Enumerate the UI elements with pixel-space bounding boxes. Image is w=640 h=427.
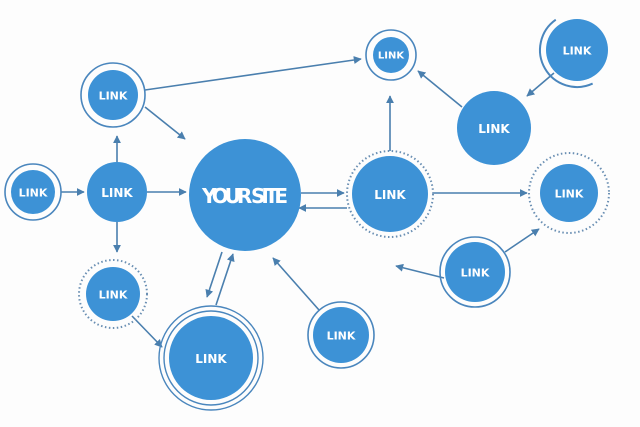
node-circle — [88, 70, 138, 120]
arrow-connector-link_top_right_large-to-link_top_center — [417, 70, 463, 108]
node-circle — [540, 164, 598, 222]
outer-ring — [307, 301, 375, 369]
outer-ring — [4, 163, 62, 221]
node-link-top-right-large[interactable]: LINK — [457, 91, 531, 165]
node-label: LINK — [195, 352, 227, 366]
outer-ring-inner — [163, 310, 259, 406]
node-link-top-right-corner[interactable]: LINK — [539, 18, 608, 88]
node-label: LINK — [101, 186, 133, 200]
node-circle — [189, 139, 301, 251]
node-link-left-outer[interactable]: LINK — [4, 163, 62, 221]
arrow-connector-link_bottom_right-to-your_site — [272, 257, 320, 311]
node-circle — [373, 37, 409, 73]
node-link-left-mid[interactable]: LINK — [87, 162, 147, 222]
node-label: YOUR SITE — [201, 184, 288, 208]
node-label: LINK — [555, 188, 584, 201]
node-link-top-left[interactable]: LINK — [80, 62, 146, 128]
outer-ring — [80, 62, 146, 128]
node-circle — [457, 91, 531, 165]
node-link-center-right[interactable]: LINK — [346, 150, 434, 238]
node-label: LINK — [327, 330, 356, 343]
node-label: LINK — [19, 187, 48, 200]
node-link-right[interactable]: LINK — [528, 152, 610, 234]
node-label: LINK — [563, 45, 592, 58]
arrow-connector-link_bottom_center-to-your_site — [215, 253, 235, 306]
node-link-left-lower[interactable]: LINK — [78, 259, 148, 329]
arrow-connector-link_lower_right-to-blank — [395, 263, 445, 279]
node-label: LINK — [99, 90, 128, 103]
dotted-ring — [346, 150, 434, 238]
node-circle — [546, 19, 608, 81]
arrow-connector-link_top_right_corner-to-link_top_right_large — [526, 72, 555, 97]
node-link-bottom-center[interactable]: LINK — [158, 305, 264, 411]
node-label: LINK — [374, 188, 406, 202]
arrow-connector-link_top_left-to-your_site — [144, 106, 186, 140]
node-link-top-center[interactable]: LINK — [365, 29, 417, 81]
outer-ring-outer — [158, 305, 264, 411]
node-circle — [352, 156, 428, 232]
node-label: LINK — [461, 267, 490, 280]
arrow-connector-your_site-to-link_bottom_center — [205, 251, 223, 298]
node-link-lower-right[interactable]: LINK — [439, 236, 511, 308]
node-circle — [87, 162, 147, 222]
arrow-connector-link_top_left-to-link_top_center — [144, 56, 362, 91]
node-label: LINK — [378, 51, 405, 62]
edges-layer — [61, 56, 555, 348]
node-your-site[interactable]: YOUR SITE — [189, 139, 301, 251]
arrow-connector-link_left_lower-to-link_bottom_center — [131, 315, 163, 348]
nodes-layer: YOUR SITE LINK LINK LINK LINK LINK LINK LINK LIN… — [4, 18, 610, 411]
node-link-bottom-right[interactable]: LINK — [307, 301, 375, 369]
arrow-connector-link_lower_right-to-link_right — [504, 228, 540, 253]
node-circle — [445, 242, 505, 302]
dotted-ring — [78, 259, 148, 329]
node-circle — [86, 267, 140, 321]
outer-ring — [365, 29, 417, 81]
node-label: LINK — [99, 289, 128, 302]
node-circle — [169, 316, 253, 400]
partial-arc-ring — [539, 18, 594, 88]
node-circle — [11, 170, 55, 214]
outer-ring — [439, 236, 511, 308]
node-circle — [313, 307, 369, 363]
node-label: LINK — [478, 122, 510, 136]
dotted-ring — [528, 152, 610, 234]
